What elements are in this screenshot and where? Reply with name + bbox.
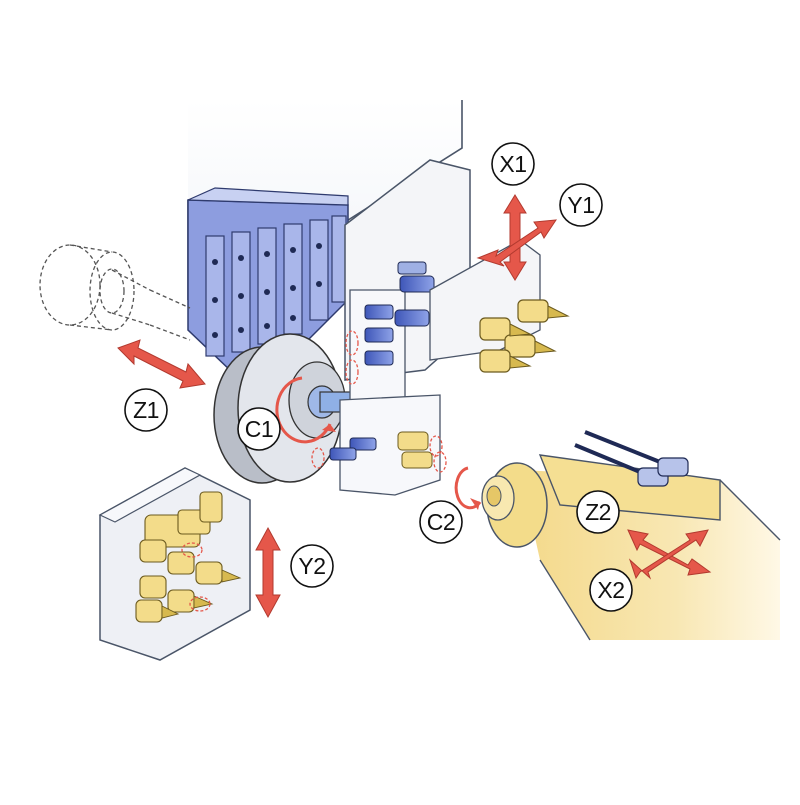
label-z1-text: Z1 <box>133 397 159 423</box>
z2-x2-arrow-cross <box>627 529 712 580</box>
label-c1-text: C1 <box>245 416 273 442</box>
rotation-arcs <box>275 376 482 510</box>
c1-rotation-arc <box>275 376 332 444</box>
label-y1: Y1 <box>559 183 603 227</box>
label-y2-text: Y2 <box>298 553 325 579</box>
label-x1: X1 <box>491 142 535 186</box>
label-z2: Z2 <box>576 490 620 534</box>
back-tool-block <box>98 467 251 661</box>
z1-arrow <box>117 339 206 389</box>
label-c2-text: C2 <box>427 509 455 535</box>
bar-stock-outline <box>39 244 191 341</box>
label-x2: X2 <box>589 568 633 612</box>
label-c1: C1 <box>237 407 281 451</box>
label-x1-text: X1 <box>499 151 526 177</box>
label-y1-text: Y1 <box>567 192 594 218</box>
x1-y1-arrow-cross <box>476 194 557 281</box>
c2-rotation-arc <box>454 466 482 510</box>
label-y2: Y2 <box>290 544 334 588</box>
axis-labels: X1 Y1 Z1 C1 C2 Z2 X2 Y2 <box>124 142 633 612</box>
label-z2-text: Z2 <box>585 499 611 525</box>
axis-arrows <box>117 194 712 619</box>
label-x2-text: X2 <box>597 577 624 603</box>
label-z1: Z1 <box>124 388 168 432</box>
label-c2: C2 <box>419 500 463 544</box>
y2-arrow <box>255 526 281 619</box>
gang-tool-post <box>187 187 349 373</box>
